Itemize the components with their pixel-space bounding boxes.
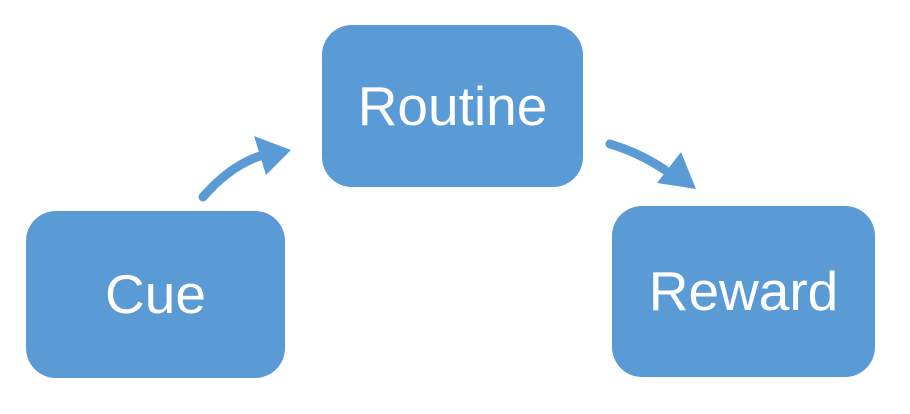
arrow-cue-to-routine-shaft	[198, 151, 265, 202]
arrow-routine-to-reward-head	[657, 152, 696, 189]
arrow-routine-to-reward	[605, 139, 696, 189]
arrow-cue-to-routine-head	[254, 136, 291, 175]
arrow-routine-to-reward-shaft	[605, 139, 670, 175]
node-routine-label: Routine	[357, 74, 548, 137]
node-reward-label: Reward	[648, 260, 839, 322]
node-cue: Cue	[26, 211, 285, 378]
node-routine: Routine	[322, 25, 583, 187]
node-reward: Reward	[612, 206, 875, 377]
arrow-cue-to-routine	[198, 136, 291, 202]
node-cue-label: Cue	[105, 263, 206, 325]
